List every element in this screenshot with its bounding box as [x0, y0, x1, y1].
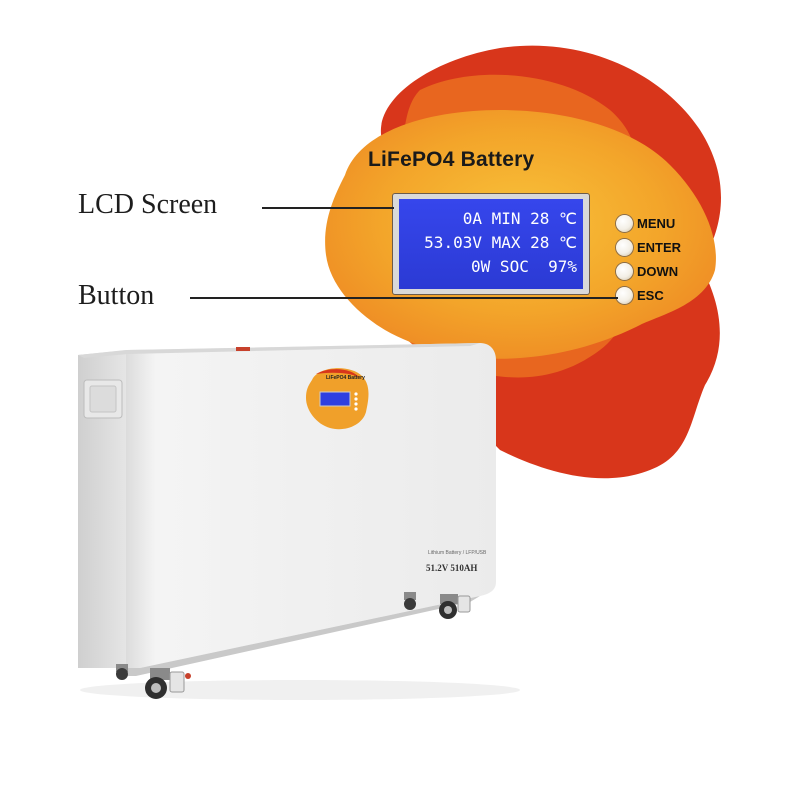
button-callout: Button: [78, 280, 155, 311]
menu-button-circle[interactable]: [616, 214, 633, 232]
esc-button[interactable]: ESC: [616, 285, 664, 305]
menu-button[interactable]: MENU: [616, 213, 675, 233]
lcd-line-2: 53.03V MAX 28 ℃: [424, 233, 577, 252]
mini-panel-title: LiFePO4 Battery: [326, 375, 365, 381]
lcd-screen-callout: LCD Screen: [78, 189, 218, 220]
cabinet-side: [78, 350, 128, 668]
lcd-screen: 0A MIN 28 ℃ 53.03V MAX 28 ℃ 0W SOC 97%: [393, 194, 589, 294]
caster-back-right: [404, 592, 416, 610]
caster-front-right: [439, 594, 471, 619]
lcd-line-1: 0A MIN 28 ℃: [462, 209, 577, 228]
down-button-label: DOWN: [637, 263, 679, 279]
down-button[interactable]: DOWN: [616, 261, 678, 281]
lcd-callout-line: [262, 207, 394, 209]
caster-front-left: [145, 668, 191, 699]
lcd-line-3: 0W SOC 97%: [471, 257, 577, 276]
battery-spec-label: 51.2V 510AH: [426, 563, 478, 573]
panel-title: LiFePO4 Battery: [368, 148, 535, 171]
enter-button-label: ENTER: [637, 239, 682, 255]
button-callout-line: [190, 297, 618, 299]
caster-back-left: [116, 664, 128, 680]
lcd-display: 0A MIN 28 ℃ 53.03V MAX 28 ℃ 0W SOC 97%: [399, 199, 583, 289]
cabinet-front: [126, 343, 496, 668]
enter-button-circle[interactable]: [616, 238, 633, 256]
esc-button-circle[interactable]: [616, 286, 633, 304]
down-button-circle[interactable]: [616, 262, 633, 280]
menu-button-label: MENU: [637, 215, 676, 231]
esc-button-label: ESC: [637, 287, 664, 303]
battery-label-small: Lithium Battery / LFP/USB: [428, 550, 487, 556]
enter-button[interactable]: ENTER: [616, 237, 681, 257]
